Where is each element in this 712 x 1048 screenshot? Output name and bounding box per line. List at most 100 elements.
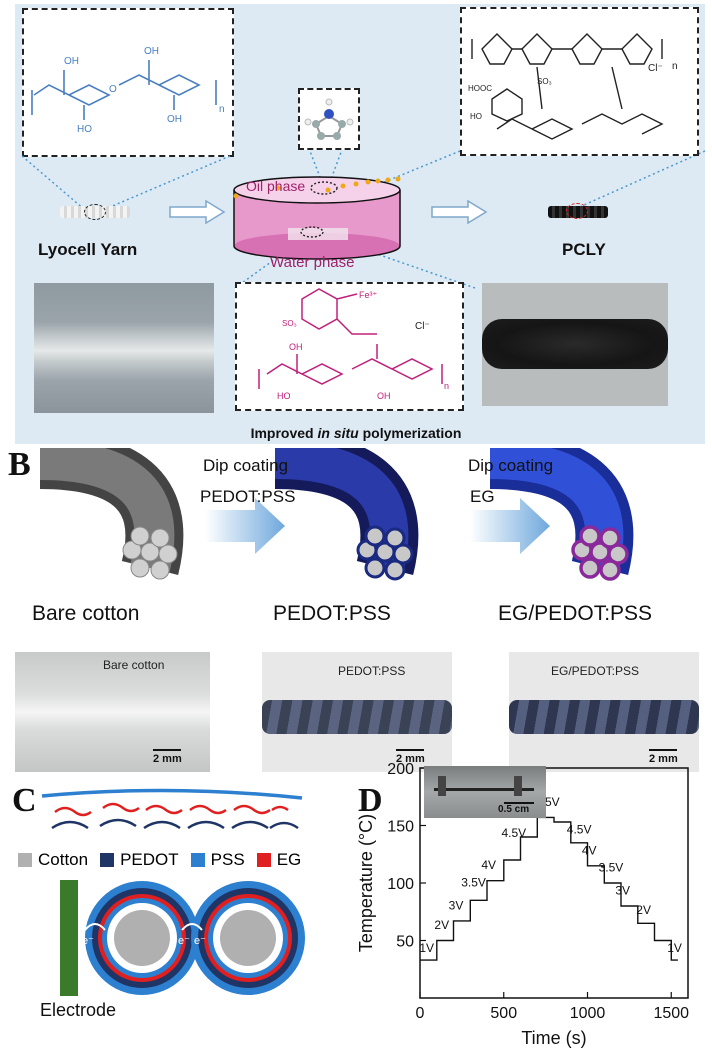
oh-label-3: OH: [167, 114, 182, 125]
y-tick-label-0: 50: [396, 934, 414, 951]
cellulose-structure-box: OH OH HO OH O n: [22, 8, 234, 157]
ho-label-2: HO: [470, 112, 482, 121]
cl-label-dye: Cl⁻: [415, 321, 430, 332]
fe-dye-structure-box: Fe³⁺ SO₃ Cl⁻ OH HO OH n: [235, 282, 464, 411]
panel-b-letter: B: [8, 446, 31, 483]
oh-label-1: OH: [64, 56, 79, 67]
legend-swatch-cotton: [18, 853, 32, 867]
electrode-bar: [60, 880, 78, 996]
stage-label-eg-pedot: EG/PEDOT:PSS: [498, 602, 653, 625]
water-phase-label: Water phase: [270, 254, 355, 271]
scale-bar: [396, 749, 424, 751]
stage-label-pedot: PEDOT:PSS: [273, 602, 391, 625]
electron-transport-schematic: e⁻ e⁻ e⁻: [60, 880, 305, 996]
molecular-chain-diagram: [41, 788, 303, 830]
pcly-photo: [482, 283, 668, 406]
legend-label-pedot: PEDOT: [120, 850, 179, 869]
fiber-cross-section-2: [191, 881, 305, 995]
voltage-annotation-12: 1V: [667, 941, 682, 955]
n-label-3: n: [444, 381, 449, 391]
oil-phase-label: Oil phase: [246, 178, 306, 194]
fe-dye-structure-diagram: Fe³⁺ SO₃ Cl⁻ OH HO OH n: [258, 288, 449, 401]
scale-bar-label: 2 mm: [649, 753, 678, 765]
hooc-label: HOOC: [468, 84, 492, 93]
y-tick-label-3: 200: [387, 761, 414, 778]
y-tick-label-1: 100: [387, 876, 414, 893]
legend-swatch-pss: [190, 853, 205, 867]
x-tick-label-2: 1000: [570, 1005, 606, 1022]
voltage-annotation-3: 3.5V: [461, 875, 486, 889]
inset-scale-label: 0.5 cm: [498, 804, 530, 815]
panel-d-letter: D: [358, 782, 383, 819]
y-tick-label-2: 150: [387, 819, 414, 836]
voltage-annotation-11: 2V: [636, 903, 651, 917]
voltage-annotation-10: 3V: [615, 884, 630, 898]
stage-label-bare: Bare cotton: [32, 602, 140, 625]
lyocell-yarn-photo: [34, 283, 214, 413]
voltage-annotation-9: 3.5V: [599, 861, 624, 875]
pcly-focus-ellipse: [566, 203, 588, 219]
dip2-line2: EG: [470, 487, 495, 506]
petri-dish: [233, 176, 401, 260]
voltage-annotation-0: 1V: [419, 941, 434, 955]
fe-label: Fe³⁺: [359, 290, 378, 300]
legend-swatch-pedot: [100, 853, 115, 867]
legend-label-cotton: Cotton: [38, 850, 89, 869]
voltage-annotation-2: 3V: [449, 898, 464, 912]
pedot-cotton-photo: PEDOT:PSS 2 mm: [262, 652, 452, 772]
cotton-bundles: [39, 448, 634, 581]
scale-bar: [649, 749, 677, 751]
x-tick-label-1: 500: [490, 1005, 517, 1022]
cl-label-ppy: Cl⁻: [648, 63, 663, 74]
eg-pedot-cotton-photo: EG/PEDOT:PSS 2 mm: [509, 652, 699, 772]
voltage-annotation-8: 4V: [582, 843, 597, 857]
voltage-annotation-5: 4.5V: [501, 826, 526, 840]
process-arrow-icon-2: [470, 498, 550, 554]
pedot-photo-label: PEDOT:PSS: [338, 664, 406, 678]
voltage-annotation-4: 4V: [481, 858, 496, 872]
ho-label-1: HO: [77, 124, 92, 135]
process-arrow-icon-1: [205, 498, 285, 554]
yarn-focus-ellipse: [84, 204, 106, 220]
heating-inset-photo: 0.5 cm: [424, 766, 546, 818]
electrode-label: Electrode: [40, 1000, 117, 1020]
oh-label-5: OH: [377, 391, 391, 401]
arrow-right-icon-1: [169, 200, 226, 224]
so3-label: SO₃: [537, 77, 552, 86]
ppy-structure-box: HOOC SO₃ Cl⁻ n HO: [460, 7, 699, 156]
bare-cotton-photo-label: Bare cotton: [103, 658, 165, 672]
dip1-line1: Dip coating: [203, 456, 289, 475]
scale-bar-label: 2 mm: [396, 753, 425, 765]
x-axis-label: Time (s): [521, 1028, 586, 1048]
scale-bar: [153, 749, 181, 751]
oh-label-2: OH: [144, 46, 159, 57]
n-label-2: n: [672, 61, 678, 72]
lyocell-yarn-label: Lyocell Yarn: [38, 240, 138, 259]
arrow-right-icon-2: [431, 200, 488, 224]
electron-label-2: e⁻: [178, 935, 190, 947]
scale-bar-label: 2 mm: [153, 753, 182, 765]
cellulose-structure-diagram: OH OH HO OH O n: [31, 46, 225, 135]
legend-swatch-eg: [256, 853, 271, 867]
pcly-label: PCLY: [562, 240, 606, 259]
pyrrole-molecule-box: [298, 88, 360, 150]
x-tick-label-3: 1500: [653, 1005, 689, 1022]
oh-label-4: OH: [289, 342, 303, 352]
eg-pedot-photo-label: EG/PEDOT:PSS: [551, 664, 640, 678]
voltage-annotation-7: 4.5V: [567, 823, 592, 837]
fiber-cross-section-1: [85, 881, 199, 995]
ppy-structure-diagram: HOOC SO₃ Cl⁻ n HO: [468, 33, 678, 140]
electron-label-1: e⁻: [82, 935, 94, 947]
so3-label-2: SO₃: [282, 319, 297, 328]
legend-label-eg: EG: [276, 850, 302, 869]
n-label-1: n: [219, 104, 225, 115]
voltage-annotation-1: 2V: [434, 918, 449, 932]
x-tick-label-0: 0: [416, 1005, 425, 1022]
y-axis-label: Temperature (°C): [356, 814, 376, 952]
pyrrole-molecule-icon: [304, 98, 354, 140]
panel-a-caption: Improved in situ polymerization: [250, 425, 462, 441]
bare-cotton-photo: Bare cotton 2 mm: [15, 652, 210, 772]
electron-label-3: e⁻: [194, 935, 206, 947]
panel-c-letter: C: [12, 782, 37, 819]
